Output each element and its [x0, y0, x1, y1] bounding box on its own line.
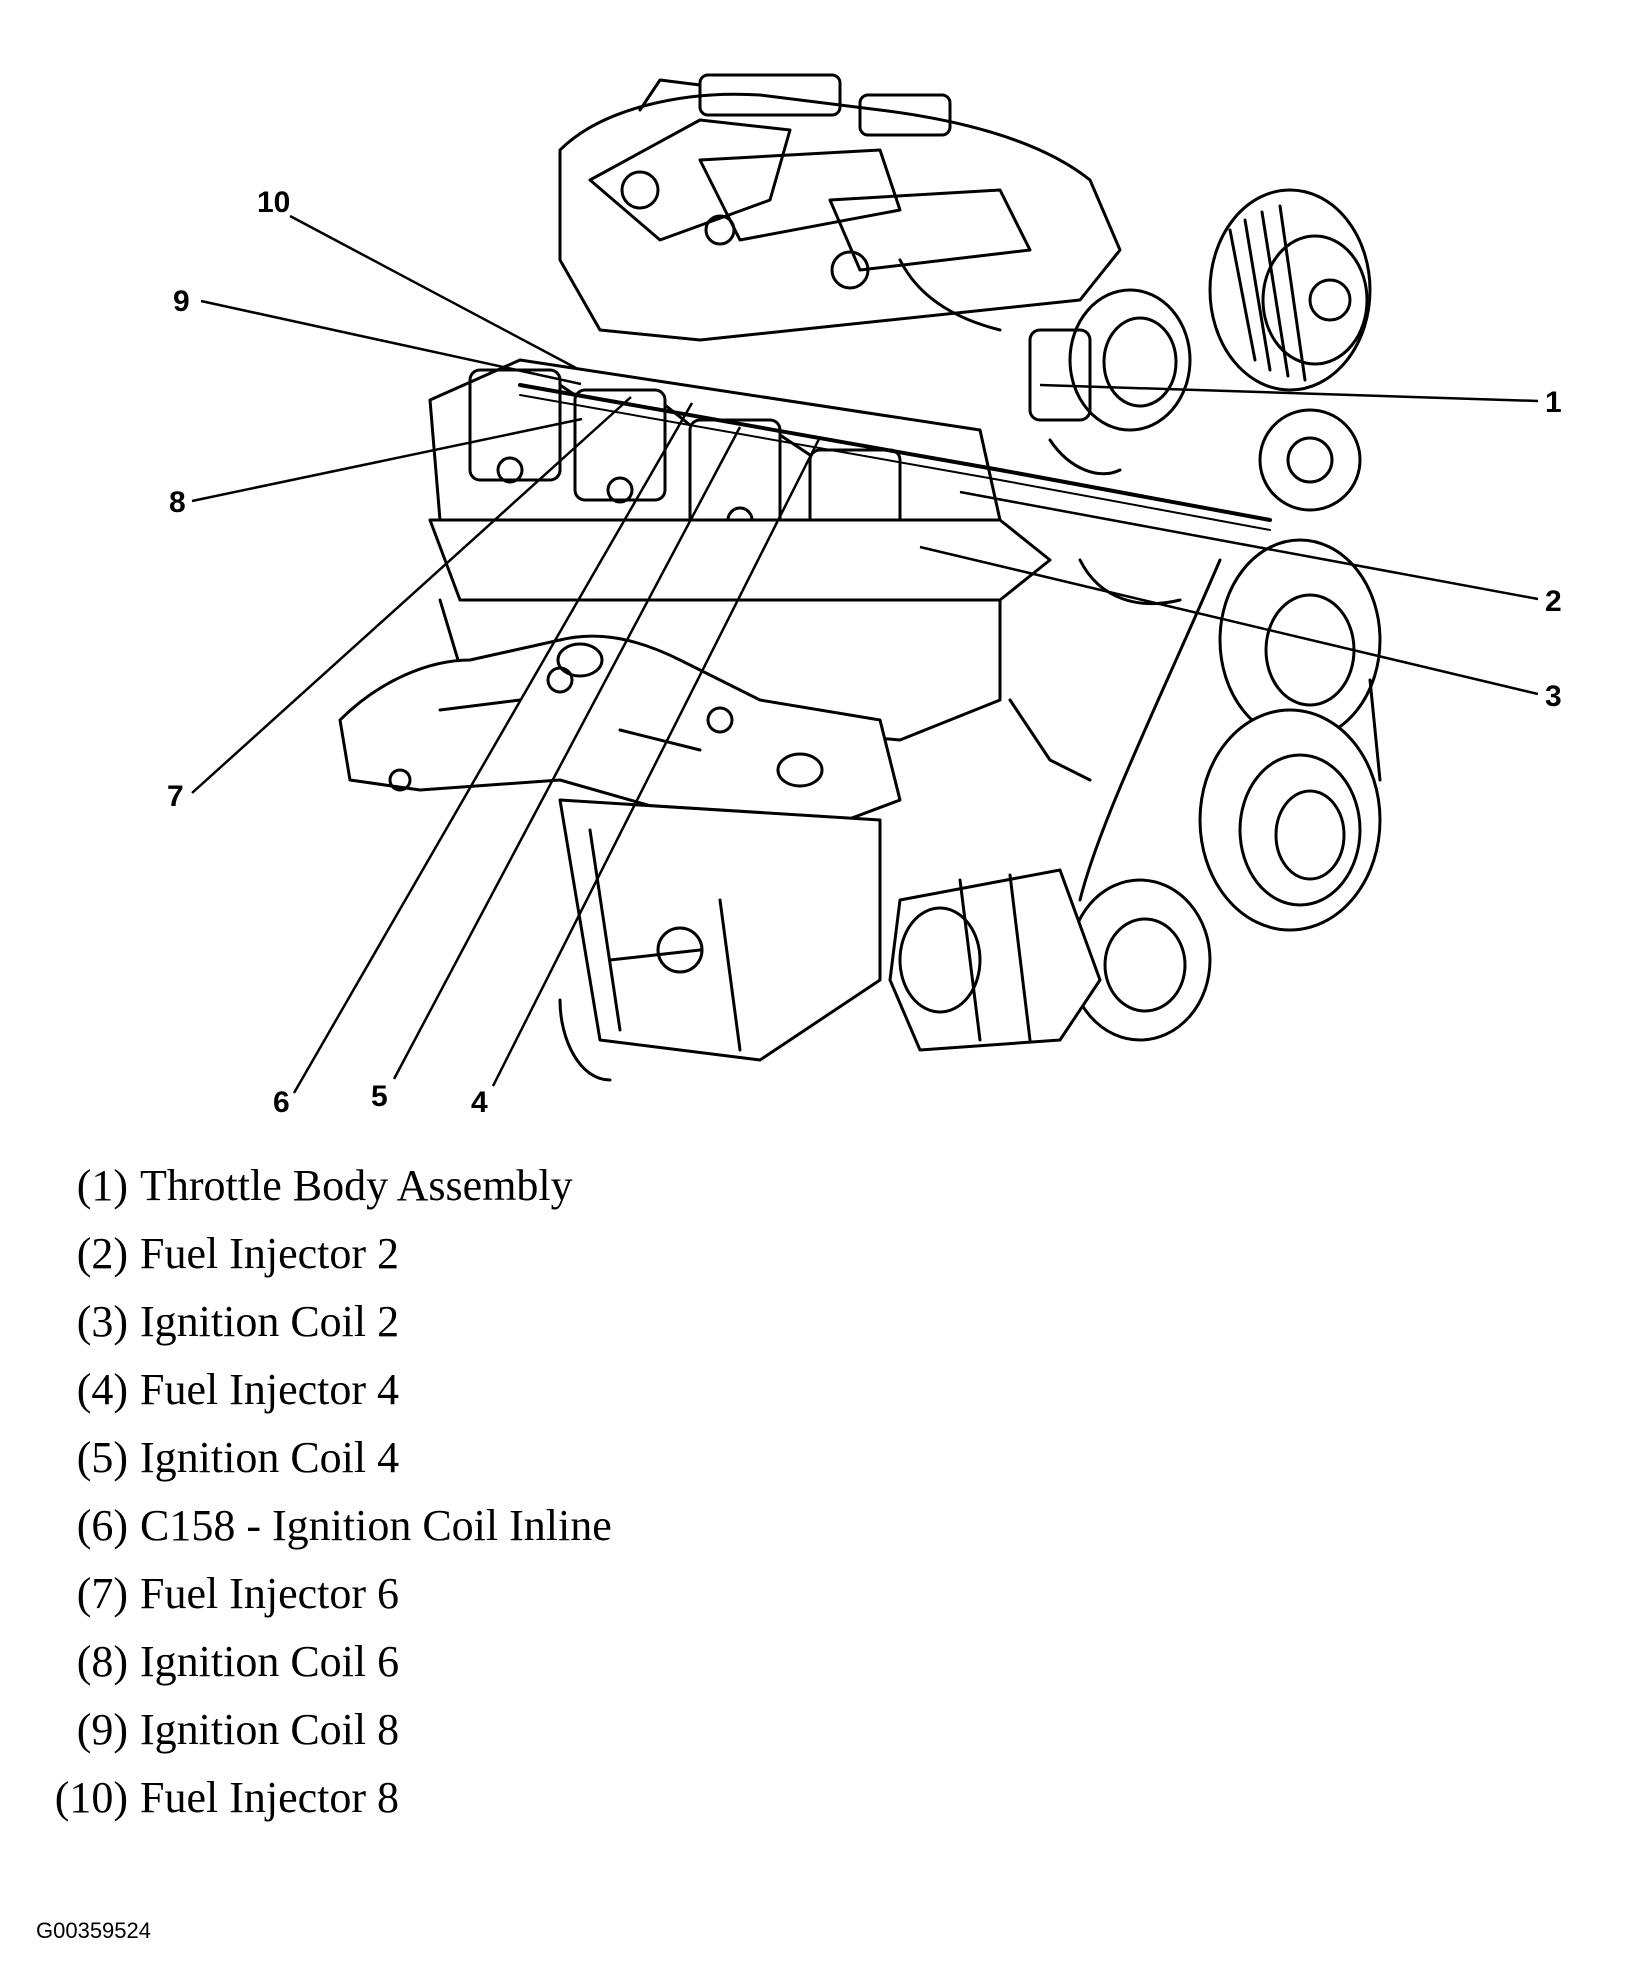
leader-lines — [191, 214, 1539, 1094]
legend-label: Throttle Body Assembly — [140, 1161, 573, 1210]
legend-item: (2)Fuel Injector 2 — [40, 1220, 840, 1288]
callout-7: 7 — [167, 780, 184, 813]
figure-id: G00359524 — [36, 1918, 151, 1943]
legend-label: Ignition Coil 2 — [140, 1297, 400, 1346]
legend-label: Fuel Injector 6 — [140, 1569, 400, 1618]
legend-item: (4)Fuel Injector 4 — [40, 1356, 840, 1424]
legend-number: (4) — [76, 1365, 128, 1414]
parts-legend: (1)Throttle Body Assembly (2)Fuel Inject… — [40, 1152, 840, 1832]
legend-number: (10) — [54, 1773, 128, 1822]
legend-item: (8)Ignition Coil 6 — [40, 1628, 840, 1696]
callout-5: 5 — [371, 1080, 388, 1113]
legend-item: (3)Ignition Coil 2 — [40, 1288, 840, 1356]
legend-item: (1)Throttle Body Assembly — [40, 1152, 840, 1220]
callout-6: 6 — [273, 1086, 290, 1119]
oil-pan-shape — [558, 798, 882, 1062]
legend-label: Ignition Coil 6 — [140, 1637, 400, 1686]
legend-item: (5)Ignition Coil 4 — [40, 1424, 840, 1492]
legend-item: (10)Fuel Injector 8 — [40, 1764, 840, 1832]
callout-2: 2 — [1545, 585, 1562, 618]
legend-number: (5) — [76, 1433, 128, 1482]
legend-number: (9) — [76, 1705, 128, 1754]
legend-number: (8) — [76, 1637, 128, 1686]
legend-number: (3) — [76, 1297, 128, 1346]
throttle-body-shape — [1028, 288, 1192, 476]
legend-item: (7)Fuel Injector 6 — [40, 1560, 840, 1628]
legend-number: (2) — [76, 1229, 128, 1278]
engine-illustration — [338, 73, 1382, 1082]
callout-3: 3 — [1545, 680, 1562, 713]
legend-label: C158 - Ignition Coil Inline — [140, 1501, 612, 1550]
legend-label: Ignition Coil 8 — [140, 1705, 400, 1754]
legend-item: (6)C158 - Ignition Coil Inline — [40, 1492, 840, 1560]
ac-compressor-shape — [888, 868, 1102, 1052]
legend-number: (1) — [76, 1161, 128, 1210]
legend-label: Fuel Injector 4 — [140, 1365, 400, 1414]
legend-label: Fuel Injector 2 — [140, 1229, 400, 1278]
legend-number: (7) — [76, 1569, 128, 1618]
callout-9: 9 — [173, 285, 190, 318]
callout-4: 4 — [471, 1086, 488, 1119]
legend-label: Fuel Injector 8 — [140, 1773, 400, 1822]
legend-item: (9)Ignition Coil 8 — [40, 1696, 840, 1764]
legend-number: (6) — [76, 1501, 128, 1550]
pulleys-shape — [1068, 538, 1382, 1042]
exhaust-manifold-shape — [338, 634, 902, 832]
alternator-shape — [1208, 188, 1372, 392]
callout-8: 8 — [169, 486, 186, 519]
legend-label: Ignition Coil 4 — [140, 1433, 400, 1482]
callout-1: 1 — [1545, 386, 1562, 419]
callout-10: 10 — [257, 186, 290, 219]
